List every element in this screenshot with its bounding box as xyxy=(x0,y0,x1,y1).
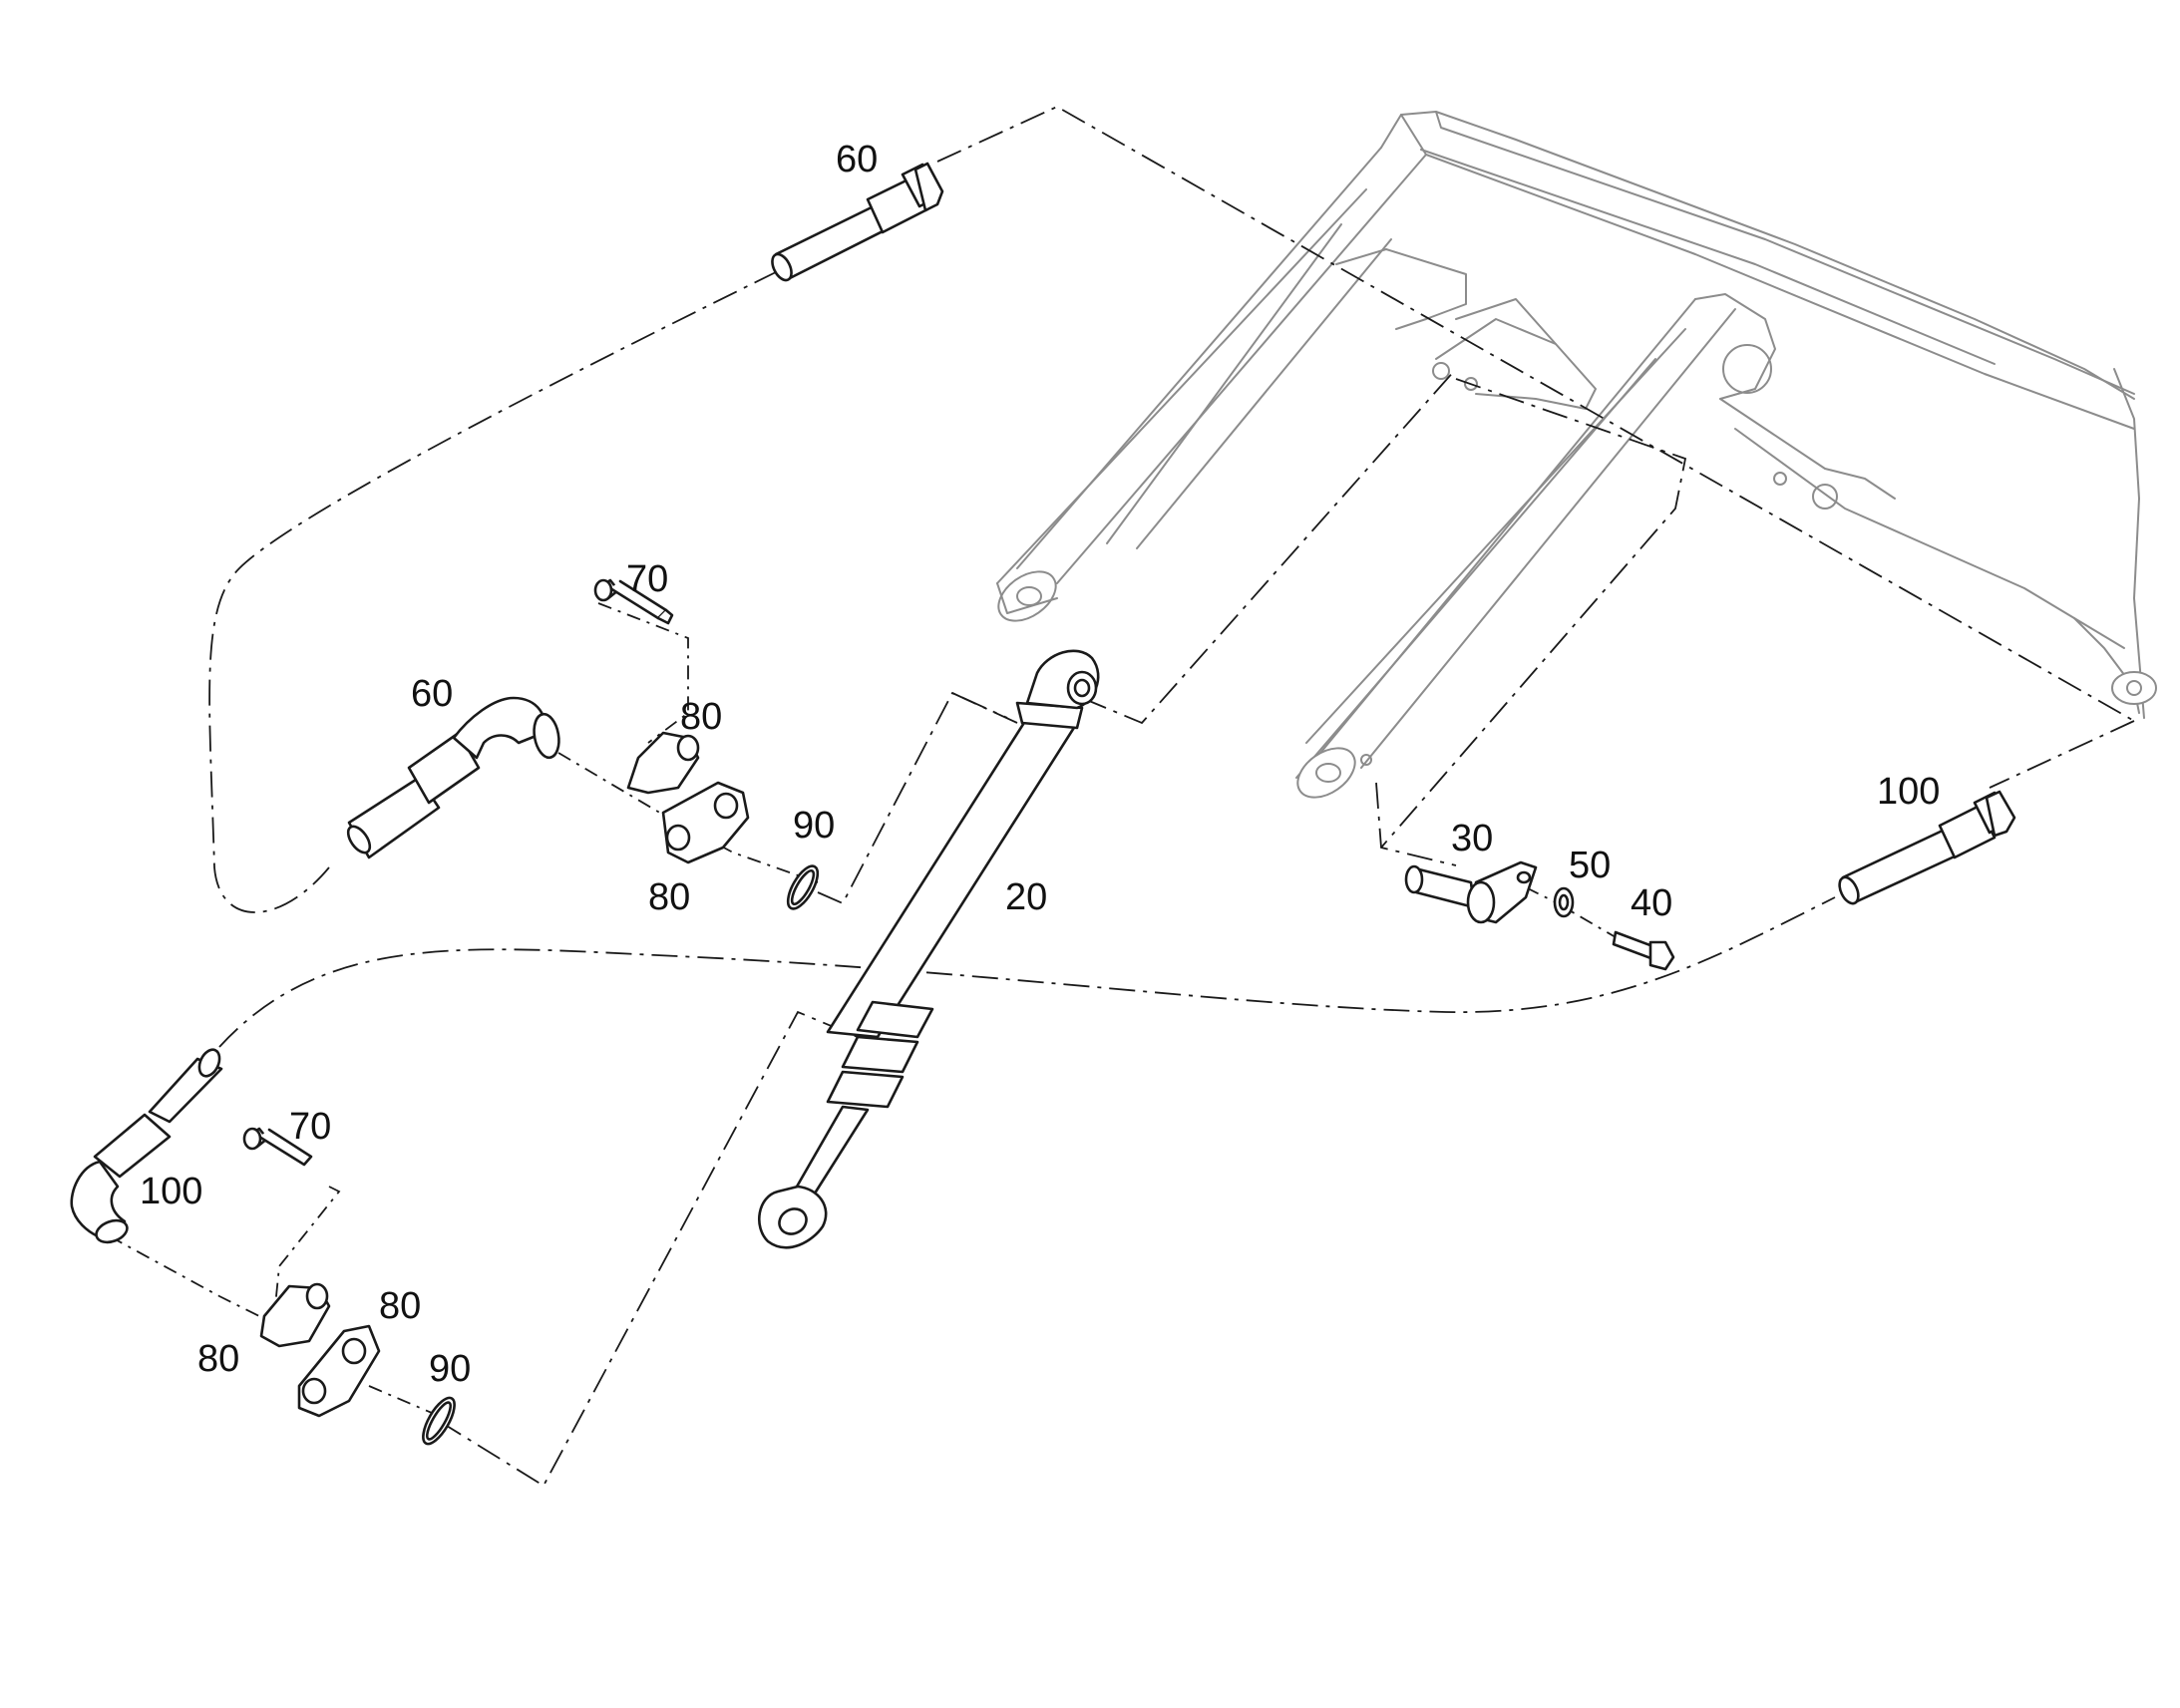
callout-40: 40 xyxy=(1631,882,1672,924)
callout-90-top: 90 xyxy=(793,805,835,847)
callout-80-top-a: 80 xyxy=(680,696,722,738)
callout-80-bottom-b: 80 xyxy=(197,1338,239,1380)
callout-labels: 60 60 70 80 80 90 20 30 50 40 100 100 70… xyxy=(140,139,1940,1390)
callout-70-top: 70 xyxy=(626,558,668,600)
callout-80-top-b: 80 xyxy=(648,876,690,918)
callout-100-right: 100 xyxy=(1877,771,1940,813)
callout-30: 30 xyxy=(1451,818,1493,859)
bolt-40 xyxy=(1612,930,1675,971)
callout-70-bottom: 70 xyxy=(289,1106,331,1148)
callout-100-left: 100 xyxy=(140,1171,202,1212)
pin-30 xyxy=(1404,860,1538,924)
bolt-70-top xyxy=(593,578,674,625)
hose-fitting-100-right xyxy=(1838,790,2016,905)
callout-90-bottom: 90 xyxy=(429,1348,471,1390)
callout-60-mid: 60 xyxy=(411,673,453,715)
callout-20: 20 xyxy=(1005,876,1047,918)
bolt-70-bottom xyxy=(242,1127,313,1167)
callout-50: 50 xyxy=(1569,845,1611,886)
o-ring-90-top xyxy=(786,864,820,910)
hose-fitting-60-top xyxy=(771,162,944,282)
hose-elbow-100-left xyxy=(70,1048,223,1244)
flange-clamp-80-bottom xyxy=(259,1282,381,1418)
callout-80-bottom-a: 80 xyxy=(379,1285,421,1327)
o-ring-90-bottom xyxy=(422,1396,456,1446)
loader-frame xyxy=(996,111,2157,799)
washer-50 xyxy=(1553,886,1575,918)
hose-elbow-60-mid xyxy=(346,696,560,859)
hydraulic-cylinder-20 xyxy=(758,649,1100,1249)
flange-clamp-80-top xyxy=(626,731,750,864)
callout-60-top: 60 xyxy=(836,139,878,180)
